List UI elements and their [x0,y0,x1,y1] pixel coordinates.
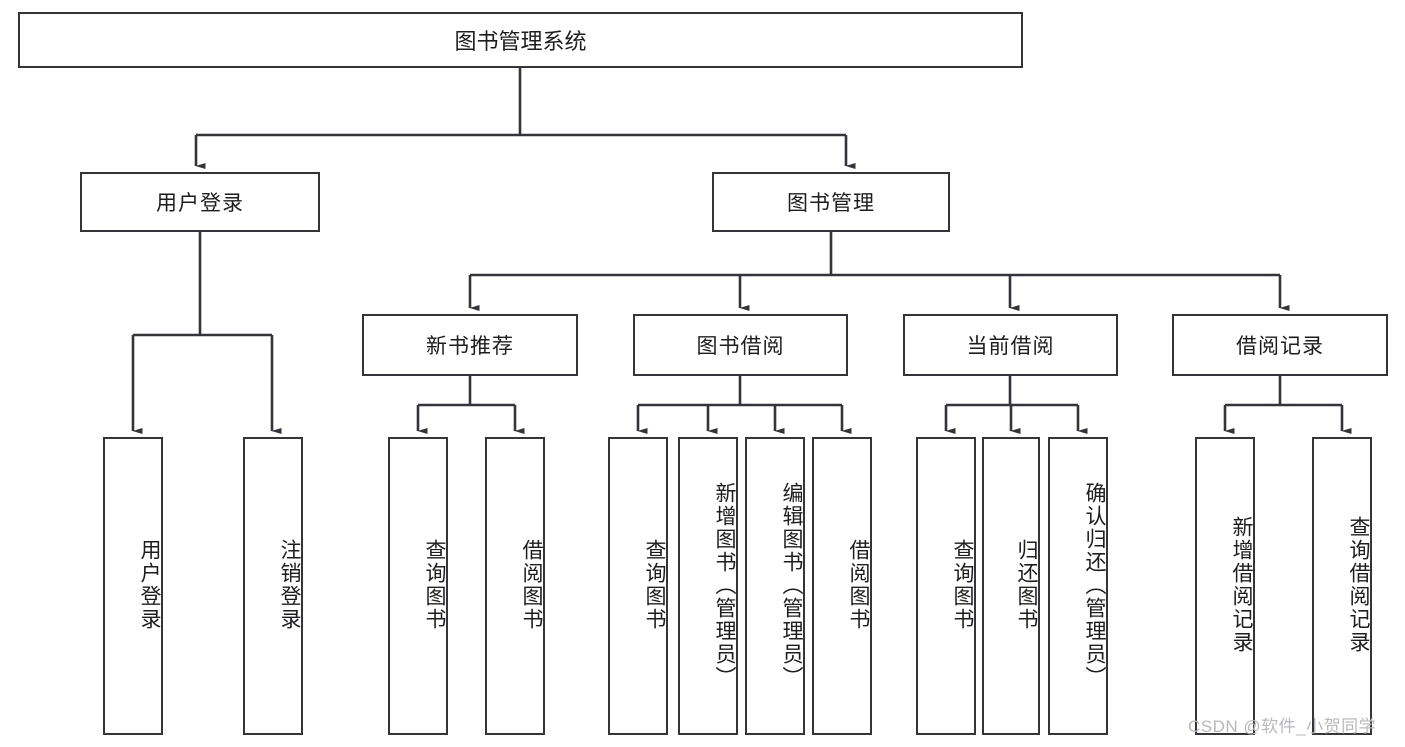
leaf-current-return-book[interactable]: 归还图书 [982,437,1040,735]
node-label: 新书推荐 [426,335,514,358]
node-label: 图书管理 [787,192,875,215]
leaf-borrow-add-book-admin[interactable]: 新增图书（管理员） [678,437,738,735]
leaf-borrow-query-book[interactable]: 查询图书 [608,437,668,735]
node-current-borrow[interactable]: 当前借阅 [903,314,1118,376]
node-label: 借阅图书 [847,539,870,631]
leaf-user-login-logout[interactable]: 注销登录 [243,437,303,735]
csdn-watermark: CSDN @软件_小贺同学 [1188,717,1377,736]
leaf-record-query-record[interactable]: 查询借阅记录 [1312,437,1372,735]
leaf-record-add-record[interactable]: 新增借阅记录 [1195,437,1255,735]
node-label: 当前借阅 [966,335,1055,358]
node-label: 查询图书 [951,539,974,631]
node-label: 编辑图书（管理员） [780,481,803,689]
node-label: 图书借阅 [696,335,785,358]
node-borrow-record[interactable]: 借阅记录 [1172,314,1388,376]
node-book-management[interactable]: 图书管理 [712,172,950,232]
node-new-book-recommend[interactable]: 新书推荐 [362,314,578,376]
node-label: 归还图书 [1015,539,1038,631]
node-label: 确认归还（管理员） [1083,481,1106,689]
leaf-recommend-borrow-book[interactable]: 借阅图书 [485,437,545,735]
node-root[interactable]: 图书管理系统 [18,12,1023,68]
node-label: 查询图书 [423,539,446,631]
leaf-current-query-book[interactable]: 查询图书 [916,437,976,735]
leaf-user-login-login[interactable]: 用户登录 [103,437,163,735]
node-user-login[interactable]: 用户登录 [80,172,320,232]
node-book-borrow[interactable]: 图书借阅 [633,314,848,376]
node-label: 新增借阅记录 [1230,516,1253,654]
node-label: 借阅记录 [1236,335,1324,358]
node-label: 查询图书 [643,539,666,631]
node-label: 新增图书（管理员） [713,481,736,689]
leaf-current-confirm-return-admin[interactable]: 确认归还（管理员） [1048,437,1108,735]
node-label: 查询借阅记录 [1347,516,1370,654]
node-label: 用户登录 [138,539,161,631]
leaf-recommend-query-book[interactable]: 查询图书 [388,437,448,735]
leaf-borrow-borrow-book[interactable]: 借阅图书 [812,437,872,735]
node-label: 图书管理系统 [454,29,587,54]
leaf-borrow-edit-book-admin[interactable]: 编辑图书（管理员） [745,437,805,735]
node-label: 用户登录 [156,192,244,215]
node-label: 注销登录 [278,539,301,631]
node-label: 借阅图书 [520,539,543,631]
